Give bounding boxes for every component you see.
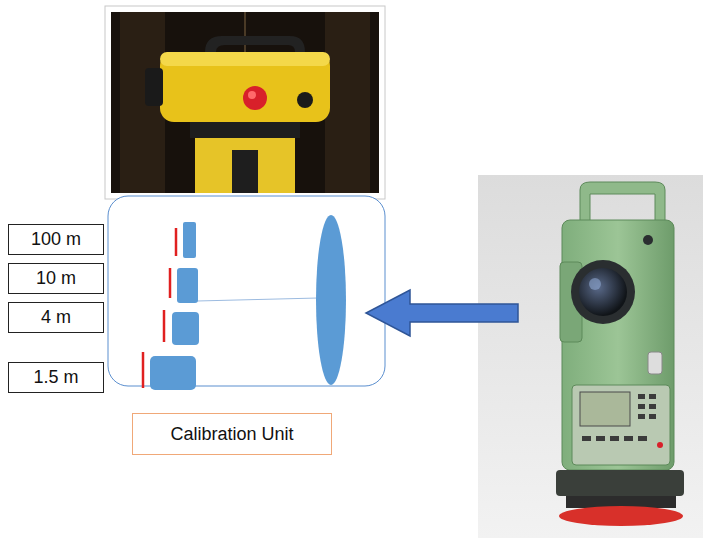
- key: [638, 414, 645, 419]
- node-label: 10 m: [36, 268, 76, 289]
- key: [624, 436, 633, 441]
- level-body: [160, 52, 330, 122]
- target-block: [172, 312, 199, 345]
- level-eyepiece: [145, 68, 163, 106]
- node-label: 4 m: [41, 307, 71, 328]
- display-screen: [580, 392, 630, 426]
- unit-caption-box: Calibration Unit: [132, 413, 332, 455]
- photo-background: [111, 12, 379, 193]
- door-panel: [325, 12, 370, 193]
- distance-label: 4 m: [8, 302, 104, 333]
- target-block: [183, 222, 196, 258]
- tripod-clamp: [232, 150, 258, 193]
- base-plate: [559, 506, 683, 526]
- key: [649, 394, 656, 399]
- door-panel: [120, 12, 165, 193]
- tripod-head: [195, 138, 295, 193]
- sight-arrow: [366, 290, 518, 336]
- key: [649, 414, 656, 419]
- node-label: Calibration Unit: [170, 424, 293, 445]
- telescope-lens: [579, 268, 627, 316]
- lens-glint: [589, 278, 601, 290]
- target-line: [142, 352, 145, 388]
- station-body: [562, 220, 674, 470]
- distance-label: 1.5 m: [8, 362, 104, 393]
- photo-frame: [105, 6, 385, 199]
- label-sticker: [648, 352, 662, 374]
- target-line: [163, 310, 166, 342]
- station-base: [556, 470, 684, 496]
- level-knob: [297, 92, 313, 108]
- target-line: [175, 228, 178, 256]
- power-button: [657, 442, 663, 448]
- level-highlight: [160, 52, 330, 66]
- keypad: [582, 394, 656, 441]
- level-photo: [105, 6, 385, 199]
- level-button-glint: [248, 91, 256, 99]
- level-handle: [205, 36, 305, 52]
- key: [610, 436, 619, 441]
- key: [596, 436, 605, 441]
- level-button: [243, 86, 267, 110]
- lens-ring: [571, 260, 635, 324]
- distance-label: 100 m: [8, 224, 104, 255]
- key: [582, 436, 591, 441]
- total-station-photo: [478, 175, 703, 538]
- photo-background: [478, 175, 703, 538]
- target-block: [150, 356, 196, 390]
- key: [638, 436, 647, 441]
- lens-ellipse: [316, 215, 346, 385]
- control-panel: [572, 385, 670, 465]
- optical-axis: [197, 298, 318, 301]
- target-block: [177, 268, 198, 303]
- calibration-unit: [108, 196, 385, 390]
- unit-outline: [108, 196, 385, 386]
- sight-knob: [643, 235, 653, 245]
- station-handle: [580, 182, 665, 222]
- level-base: [190, 122, 300, 138]
- key: [649, 404, 656, 409]
- node-label: 1.5 m: [33, 367, 78, 388]
- distance-label: 10 m: [8, 263, 104, 294]
- key: [638, 404, 645, 409]
- node-label: 100 m: [31, 229, 81, 250]
- target-line: [169, 268, 172, 298]
- key: [638, 394, 645, 399]
